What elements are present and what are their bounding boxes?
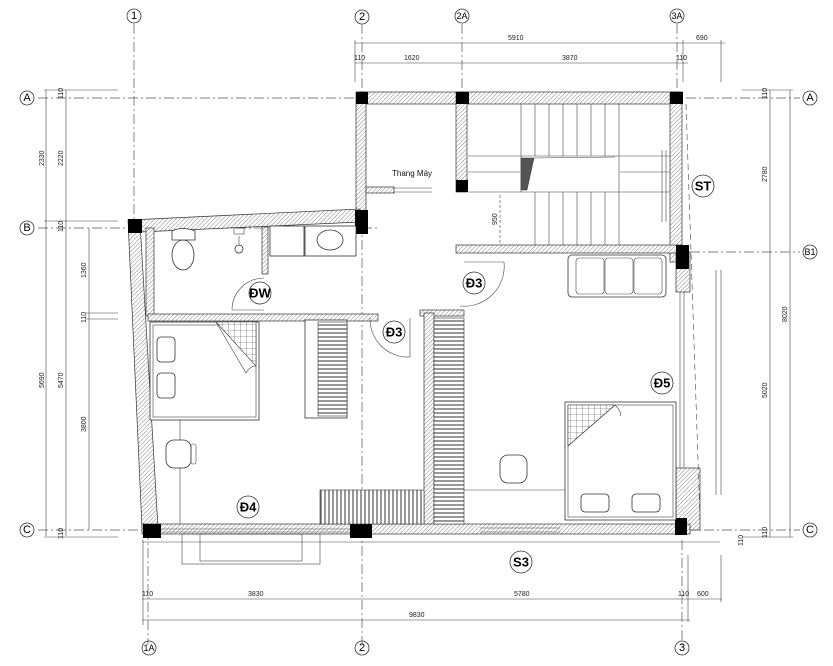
stair-tag-st: ST [691, 174, 715, 198]
svg-text:110: 110 [762, 88, 769, 99]
svg-text:3: 3 [679, 642, 685, 654]
room-tag-d5: Đ5 [650, 371, 674, 395]
svg-text:5020: 5020 [762, 382, 769, 398]
toilet-icon [171, 239, 195, 271]
svg-text:2780: 2780 [762, 166, 769, 182]
grid-bubble-3a: 3A [669, 8, 685, 24]
svg-text:ST: ST [695, 179, 712, 194]
svg-text:110: 110 [762, 527, 769, 538]
svg-text:110: 110 [142, 591, 153, 598]
svg-text:3830: 3830 [248, 591, 264, 598]
corridor-shelf [433, 317, 465, 525]
grid-bubble-a-right: A [802, 90, 818, 106]
grid-bubble-c-left: C [19, 522, 35, 538]
svg-text:110: 110 [678, 591, 689, 598]
pillow-icon [156, 336, 176, 363]
svg-text:110: 110 [81, 312, 88, 323]
chair-icon [499, 454, 528, 484]
svg-text:110: 110 [58, 88, 65, 99]
svg-text:5470: 5470 [58, 372, 65, 388]
grid-bubble-b1-right: B1 [802, 244, 818, 260]
svg-text:2: 2 [359, 642, 365, 654]
svg-text:Đ3: Đ3 [466, 276, 483, 291]
chair-icon [165, 439, 192, 469]
grid-bubble-3: 3 [674, 640, 690, 656]
stair: 950 [468, 103, 701, 521]
svg-text:3870: 3870 [562, 55, 578, 62]
svg-text:2A: 2A [456, 11, 467, 21]
svg-text:2330: 2330 [39, 150, 46, 166]
dimensions-top: 5910 690 110 1620 3870 110 [354, 35, 725, 82]
grid-bubble-c-right: C [802, 522, 818, 538]
svg-text:110: 110 [354, 55, 365, 62]
dimensions-bottom: 110 3830 5780 110 600 9830 [142, 540, 722, 625]
svg-text:690: 690 [696, 35, 708, 42]
svg-text:1A: 1A [143, 643, 154, 653]
toilet-room [171, 225, 357, 311]
bedroom-d4 [149, 319, 425, 525]
svg-text:3800: 3800 [81, 416, 88, 432]
bay-window-left [160, 528, 350, 565]
svg-text:B1: B1 [804, 247, 815, 257]
dimensions-left: 2330 2220 110 110 1360 110 5690 5470 380… [39, 88, 118, 539]
sofa [567, 254, 667, 298]
door-d3-left [369, 317, 411, 358]
grid-bubble-b-left: B [19, 220, 35, 236]
sink-counter [269, 225, 305, 257]
svg-text:ĐW: ĐW [249, 286, 271, 301]
svg-text:110: 110 [58, 528, 65, 539]
svg-text:Đ4: Đ4 [240, 500, 257, 515]
svg-text:5910: 5910 [508, 35, 524, 42]
door-tag-d3-right: Đ3 [462, 271, 486, 295]
svg-text:C: C [23, 524, 31, 536]
svg-text:110: 110 [738, 535, 745, 546]
svg-text:3A: 3A [671, 11, 682, 21]
svg-text:8020: 8020 [782, 306, 789, 322]
svg-text:5780: 5780 [514, 591, 530, 598]
pillow-icon [156, 372, 176, 399]
dimensions-right: 110 2780 8020 5020 110 110 [738, 88, 793, 546]
wardrobe-bottom [319, 489, 425, 525]
bedroom-d5 [464, 254, 722, 521]
shower-drain-icon [234, 244, 244, 254]
window-s3 [142, 527, 720, 543]
door-tag-dw: ĐW [248, 281, 272, 305]
svg-text:A: A [806, 92, 814, 104]
sink-icon [316, 229, 344, 251]
grid-bubble-1: 1 [126, 8, 142, 24]
door-d3-right [459, 261, 505, 307]
svg-text:Đ3: Đ3 [386, 325, 403, 340]
grid-bubble-2-bottom: 2 [354, 640, 370, 656]
pillow-icon [631, 493, 661, 513]
grid-bubble-1a: 1A [141, 640, 157, 656]
columns [128, 92, 689, 538]
svg-text:600: 600 [697, 591, 709, 598]
walls [127, 91, 701, 535]
svg-text:2220: 2220 [58, 150, 65, 166]
pillow-icon [580, 493, 610, 513]
grid-bubble-a-left: A [19, 90, 35, 106]
svg-text:1360: 1360 [81, 262, 88, 278]
svg-text:C: C [806, 524, 814, 536]
svg-text:B: B [23, 222, 30, 234]
grid-bubble-2: 2 [354, 9, 370, 25]
svg-text:1: 1 [131, 10, 137, 22]
grid-bubble-2a: 2A [454, 8, 470, 24]
door-tag-d3-left: Đ3 [382, 320, 406, 344]
room-tag-d4: Đ4 [236, 495, 260, 519]
svg-text:9830: 9830 [409, 612, 425, 619]
svg-text:S3: S3 [513, 555, 529, 570]
svg-text:A: A [23, 92, 31, 104]
svg-text:2: 2 [359, 11, 365, 23]
svg-text:110: 110 [676, 55, 687, 62]
window-tag-s3: S3 [509, 550, 533, 574]
svg-text:950: 950 [492, 213, 499, 225]
elevator-label: Thang Máy [392, 169, 432, 178]
svg-text:1620: 1620 [404, 55, 420, 62]
elevator: Thang Máy [392, 169, 432, 193]
svg-text:5690: 5690 [39, 372, 46, 388]
svg-text:110: 110 [58, 221, 65, 232]
svg-text:Đ5: Đ5 [654, 376, 671, 391]
